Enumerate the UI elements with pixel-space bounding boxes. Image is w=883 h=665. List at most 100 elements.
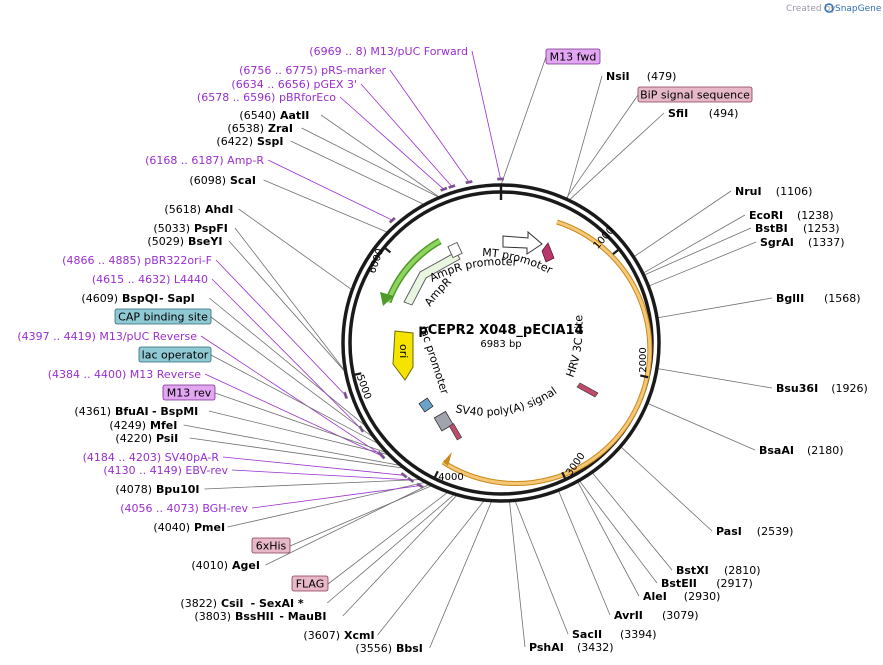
enzyme-site-label[interactable]: AhdI (205, 203, 233, 216)
leader-line (339, 96, 445, 190)
enzyme-site-label[interactable]: AvrII (614, 609, 643, 622)
leader-line (500, 56, 547, 186)
primer-label[interactable]: (4130 .. 4149) EBV-rev (103, 464, 228, 477)
feature-label[interactable]: CAP binding site (118, 311, 208, 324)
leader-line (429, 500, 493, 649)
feature-box[interactable] (291, 575, 329, 592)
feature-box[interactable] (138, 346, 212, 363)
tick-mark (640, 374, 649, 379)
primer-label[interactable]: (6634 .. 6656) pGEX 3' (231, 78, 357, 91)
enzyme-site-label[interactable]: PasI (716, 525, 742, 538)
enzyme-alt-label[interactable]: - BspMI (152, 405, 198, 418)
primer-label[interactable]: (4615 .. 4632) L4440 (92, 273, 208, 286)
enzyme-position: (6098) (189, 174, 226, 187)
feature-box[interactable] (251, 537, 291, 554)
enzyme-site-label[interactable]: PmeI (194, 521, 225, 534)
feature-label[interactable]: BiP signal sequence (640, 89, 750, 102)
primer-label[interactable]: (4866 .. 4885) pBR322ori-F (62, 254, 212, 267)
lac-region-marks (418, 382, 599, 441)
leader-line (377, 499, 485, 636)
enzyme-site-label[interactable]: NruI (735, 185, 762, 198)
primer-mark (388, 216, 396, 224)
primer-label[interactable]: (6578 .. 6596) pBRforEco (197, 91, 336, 104)
enzyme-site-label[interactable]: AleI (643, 590, 667, 603)
enzyme-site-label[interactable]: PsiI (156, 432, 178, 445)
enzyme-position: (6538) (227, 122, 264, 135)
ori-feature (392, 330, 414, 381)
enzyme-alt-label[interactable]: - SexAI * (251, 597, 304, 610)
feature-label[interactable]: lac operator (142, 349, 209, 362)
enzyme-site-label[interactable]: BsaAI (759, 444, 794, 457)
enzyme-site-label[interactable]: AatII (280, 109, 309, 122)
primer-label[interactable]: (6756 .. 6775) pRS-marker (239, 64, 386, 77)
enzyme-site-label[interactable]: AgeI (232, 559, 260, 572)
feature-box[interactable] (637, 86, 753, 103)
leader-line (267, 159, 393, 221)
primer-mark (497, 177, 504, 181)
feature-label[interactable]: 6xHis (256, 540, 287, 553)
enzyme-site-label[interactable]: BstEII (661, 577, 697, 590)
enzyme-position: (1926) (831, 382, 868, 395)
enzyme-site-label[interactable]: Bpu10I (156, 483, 200, 496)
enzyme-site-label[interactable]: PspFI (194, 222, 228, 235)
enzyme-position: (4010) (191, 559, 228, 572)
leader-line (326, 493, 455, 604)
feature-label[interactable]: M13 rev (167, 387, 212, 400)
enzyme-site-label[interactable]: CsiI (221, 597, 243, 610)
enzyme-site-label[interactable]: BfuAI (115, 405, 149, 418)
leader-line (263, 179, 389, 233)
enzyme-site-label[interactable]: Bsu36I (776, 382, 818, 395)
enzyme-position: (1253) (803, 222, 840, 235)
enzyme-site-label[interactable]: BseYI (188, 235, 222, 248)
enzyme-position: (5618) (164, 203, 201, 216)
enzyme-site-label[interactable]: BssHII (235, 610, 274, 623)
enzyme-alt-label[interactable]: - MauBI (279, 610, 326, 623)
enzyme-site-label[interactable]: XcmI (344, 629, 375, 642)
orf-feature (441, 219, 653, 487)
enzyme-position: (4040) (153, 521, 190, 534)
enzyme-position: (4078) (115, 483, 152, 496)
primer-label[interactable]: (4384 .. 4400) M13 Reverse (48, 368, 201, 381)
leader-line (222, 456, 405, 476)
feature-label[interactable]: M13 fwd (550, 51, 597, 64)
primer-label[interactable]: (4397 .. 4419) M13/pUC Reverse (17, 330, 197, 343)
enzyme-position: (5029) (147, 235, 184, 248)
enzyme-position: (1106) (776, 185, 813, 198)
bip-feature-mark (541, 242, 555, 263)
feature-label[interactable]: FLAG (296, 578, 325, 591)
enzyme-site-label[interactable]: SacII (572, 628, 602, 641)
feature-box[interactable] (545, 48, 601, 65)
enzyme-site-label[interactable]: BbsI (396, 642, 423, 655)
primer-label[interactable]: (6969 .. 8) M13/pUC Forward (309, 45, 468, 58)
enzyme-site-label[interactable]: BstXI (676, 564, 709, 577)
enzyme-site-label[interactable]: ScaI (230, 174, 256, 187)
enzyme-site-label[interactable]: EcoRI (749, 209, 783, 222)
enzyme-site-label[interactable]: BstBI (755, 222, 788, 235)
leader-line (327, 491, 449, 585)
leader-line (620, 446, 713, 532)
enzyme-position: (2180) (807, 444, 844, 457)
enzyme-site-label[interactable]: NsiI (606, 70, 630, 83)
enzyme-site-label[interactable]: SspI (257, 135, 283, 148)
enzyme-position: (2539) (757, 525, 794, 538)
enzyme-site-label[interactable]: MfeI (150, 419, 177, 432)
leader-line (200, 335, 381, 455)
enzyme-alt-label[interactable]: - SapI (159, 292, 195, 305)
enzyme-position: (2810) (724, 564, 761, 577)
enzyme-position: (3803) (194, 610, 231, 623)
primer-label[interactable]: (6168 .. 6187) Amp-R (145, 154, 264, 167)
primer-mark (343, 391, 349, 400)
primer-mark (416, 482, 424, 489)
enzyme-site-label[interactable]: BspQI (122, 292, 158, 305)
primer-label[interactable]: (4184 .. 4203) SV40pA-R (83, 451, 220, 464)
enzyme-site-label[interactable]: BglII (776, 292, 804, 305)
enzyme-site-label[interactable]: SfiI (668, 107, 688, 120)
primer-label[interactable]: (4056 .. 4073) BGH-rev (120, 502, 248, 515)
enzyme-site-label[interactable]: ZraI (268, 122, 293, 135)
enzyme-site-label[interactable]: PshAI (529, 641, 564, 654)
enzyme-site-label[interactable]: SgrAI (760, 236, 794, 249)
enzyme-position: (2917) (716, 577, 753, 590)
feature-box[interactable] (162, 384, 216, 401)
feature-box[interactable] (114, 308, 212, 325)
